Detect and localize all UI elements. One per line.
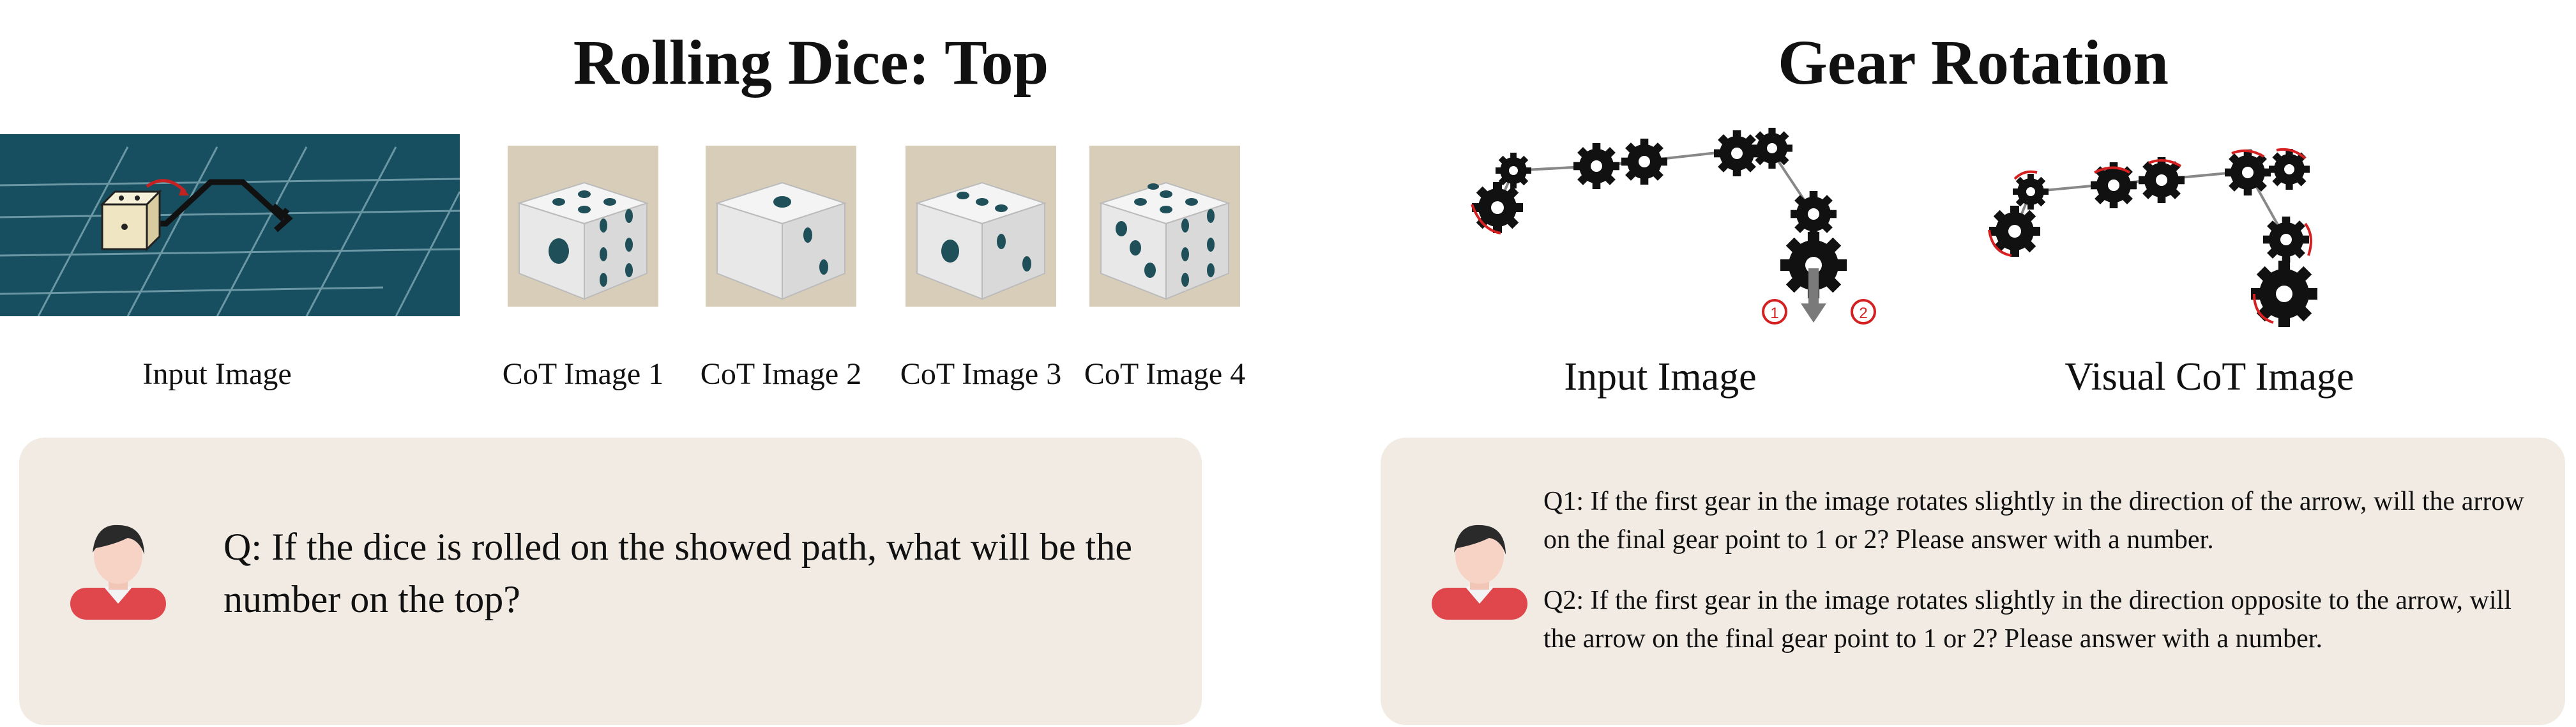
dice-caption-cot-1: CoT Image 1 (502, 357, 664, 391)
gear-question-panel: Q1: If the first gear in the image rotat… (1381, 438, 2565, 725)
dice-cot-image-3 (905, 146, 1056, 307)
dice-title: Rolling Dice: Top (573, 27, 1049, 98)
gear-caption-visual-cot: Visual CoT Image (2065, 355, 2354, 399)
gear-input-image: 1 2 (1471, 128, 1876, 325)
gear-question-2: Q2: If the first gear in the image rotat… (1543, 586, 2512, 654)
dice-caption-cot-4: CoT Image 4 (1084, 357, 1246, 391)
gear-target-1-label: 1 (1770, 305, 1778, 322)
gear-title: Gear Rotation (1778, 27, 2169, 98)
gear-visual-cot-image (1988, 148, 2317, 327)
gear-caption-input: Input Image (1564, 355, 1757, 399)
dice-question-text: Q: If the dice is rolled on the showed p… (224, 526, 1132, 620)
user-avatar-icon (70, 524, 166, 620)
user-avatar-icon (1432, 524, 1527, 620)
dice-cot-image-2 (706, 146, 856, 307)
dice-cot-image-4 (1089, 146, 1240, 307)
gear-question-1: Q1: If the first gear in the image rotat… (1543, 487, 2524, 555)
dice-caption-cot-3: CoT Image 3 (900, 357, 1062, 391)
dice-cot-image-1 (508, 146, 658, 307)
dice-caption-input: Input Image (142, 357, 292, 391)
dice-caption-cot-2: CoT Image 2 (700, 357, 862, 391)
gear-target-2-label: 2 (1859, 305, 1867, 322)
dice-input-image (0, 134, 460, 316)
dice-question-panel: Q: If the dice is rolled on the showed p… (19, 438, 1202, 725)
